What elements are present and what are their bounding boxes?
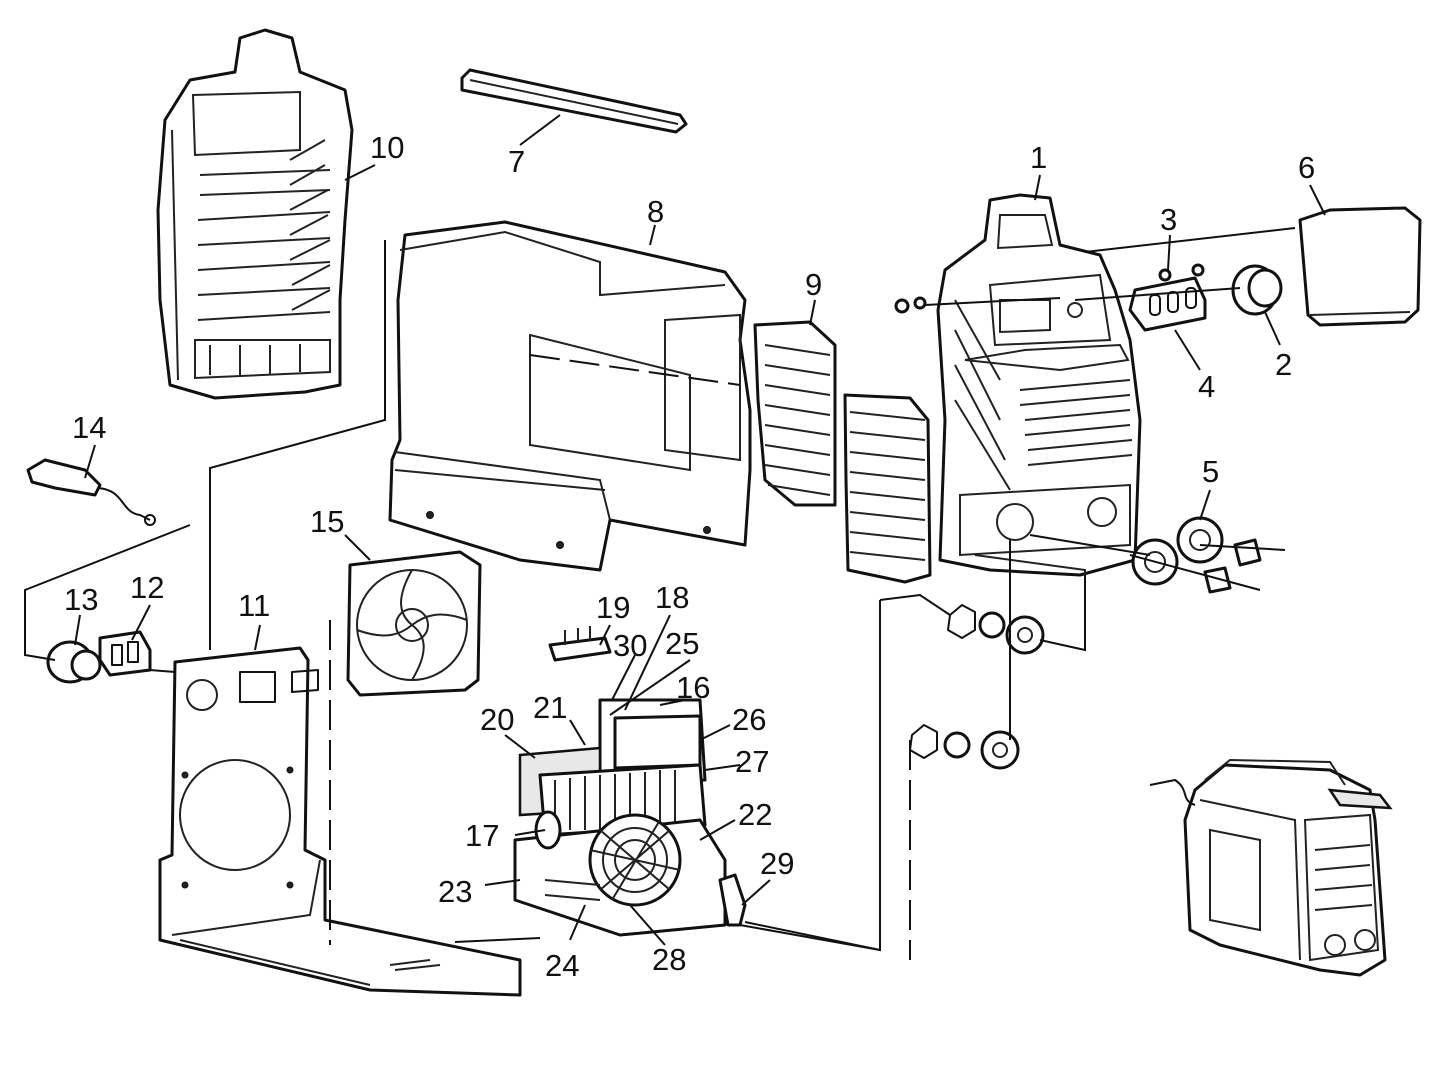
front-panel-part <box>936 193 1142 580</box>
vent-louvre-part <box>753 320 932 584</box>
callout-17: 17 <box>465 818 499 853</box>
callout-23: 23 <box>438 874 472 909</box>
strain-relief-part <box>46 640 102 684</box>
assembled-welder-inset <box>1149 758 1393 977</box>
callout-29: 29 <box>760 846 794 881</box>
leader-lines <box>74 114 1326 946</box>
callout-4: 4 <box>1198 369 1215 404</box>
callout-25: 25 <box>665 626 699 661</box>
callout-6: 6 <box>1298 150 1315 185</box>
pcb-assembly-part <box>513 626 747 937</box>
rear-panel-part <box>156 28 354 400</box>
callout-10: 10 <box>370 130 404 165</box>
callout-8: 8 <box>647 194 664 229</box>
power-cable-part <box>26 458 156 526</box>
callout-15: 15 <box>310 504 344 539</box>
callout-19: 19 <box>596 590 630 625</box>
callout-2: 2 <box>1275 347 1292 382</box>
assembly-lines <box>24 227 1296 960</box>
switch-part <box>1128 276 1207 332</box>
callout-13: 13 <box>64 582 98 617</box>
nut-part <box>894 263 1205 314</box>
callout-21: 21 <box>533 690 567 725</box>
callout-30: 30 <box>613 628 647 663</box>
callout-3: 3 <box>1160 202 1177 237</box>
cover-part <box>388 220 752 572</box>
handle-strip-part <box>460 68 688 134</box>
callout-11: 11 <box>238 588 270 623</box>
callout-9: 9 <box>805 267 822 302</box>
chassis-base-part <box>158 646 522 997</box>
callout-7: 7 <box>508 144 525 179</box>
callout-28: 28 <box>652 942 686 977</box>
callout-14: 14 <box>72 410 106 445</box>
callout-26: 26 <box>732 702 766 737</box>
callout-12: 12 <box>130 570 164 605</box>
cover-plate-part <box>1298 206 1422 327</box>
callout-24: 24 <box>545 948 579 983</box>
callout-27: 27 <box>735 744 769 779</box>
callout-20: 20 <box>480 702 514 737</box>
callout-22: 22 <box>738 797 772 832</box>
fan-part <box>346 550 482 697</box>
callout-5: 5 <box>1202 454 1219 489</box>
callout-1: 1 <box>1030 140 1047 175</box>
knob-part <box>1231 264 1283 316</box>
terminal-block-part <box>98 630 152 677</box>
callout-18: 18 <box>655 580 689 615</box>
callout-16: 16 <box>676 670 710 705</box>
callout-labels: 1 2 3 4 5 6 7 8 9 10 11 12 13 14 15 16 1… <box>64 130 1315 983</box>
